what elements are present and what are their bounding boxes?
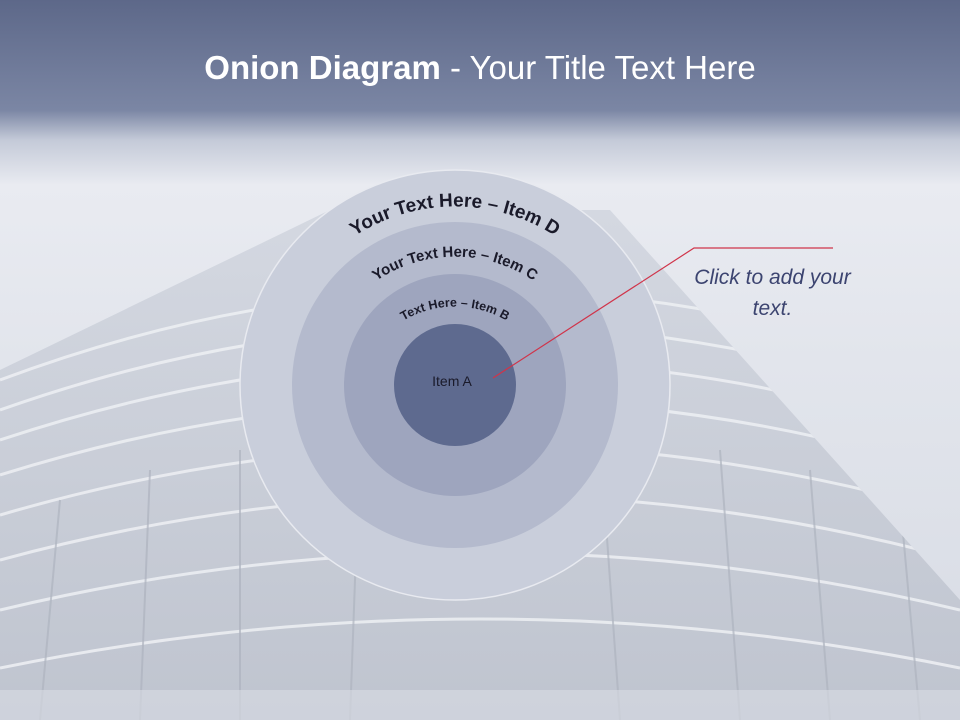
title-rest-text: - Your Title Text Here bbox=[440, 49, 756, 86]
title-bold-text: Onion Diagram bbox=[204, 49, 441, 86]
onion-label-a: Item A bbox=[432, 373, 472, 389]
callout-connector-line bbox=[492, 247, 833, 379]
onion-layer-a[interactable] bbox=[394, 324, 516, 446]
slide-title[interactable]: Onion Diagram - Your Title Text Here bbox=[0, 46, 960, 90]
callout-text[interactable]: Click to add your text. bbox=[694, 266, 851, 320]
